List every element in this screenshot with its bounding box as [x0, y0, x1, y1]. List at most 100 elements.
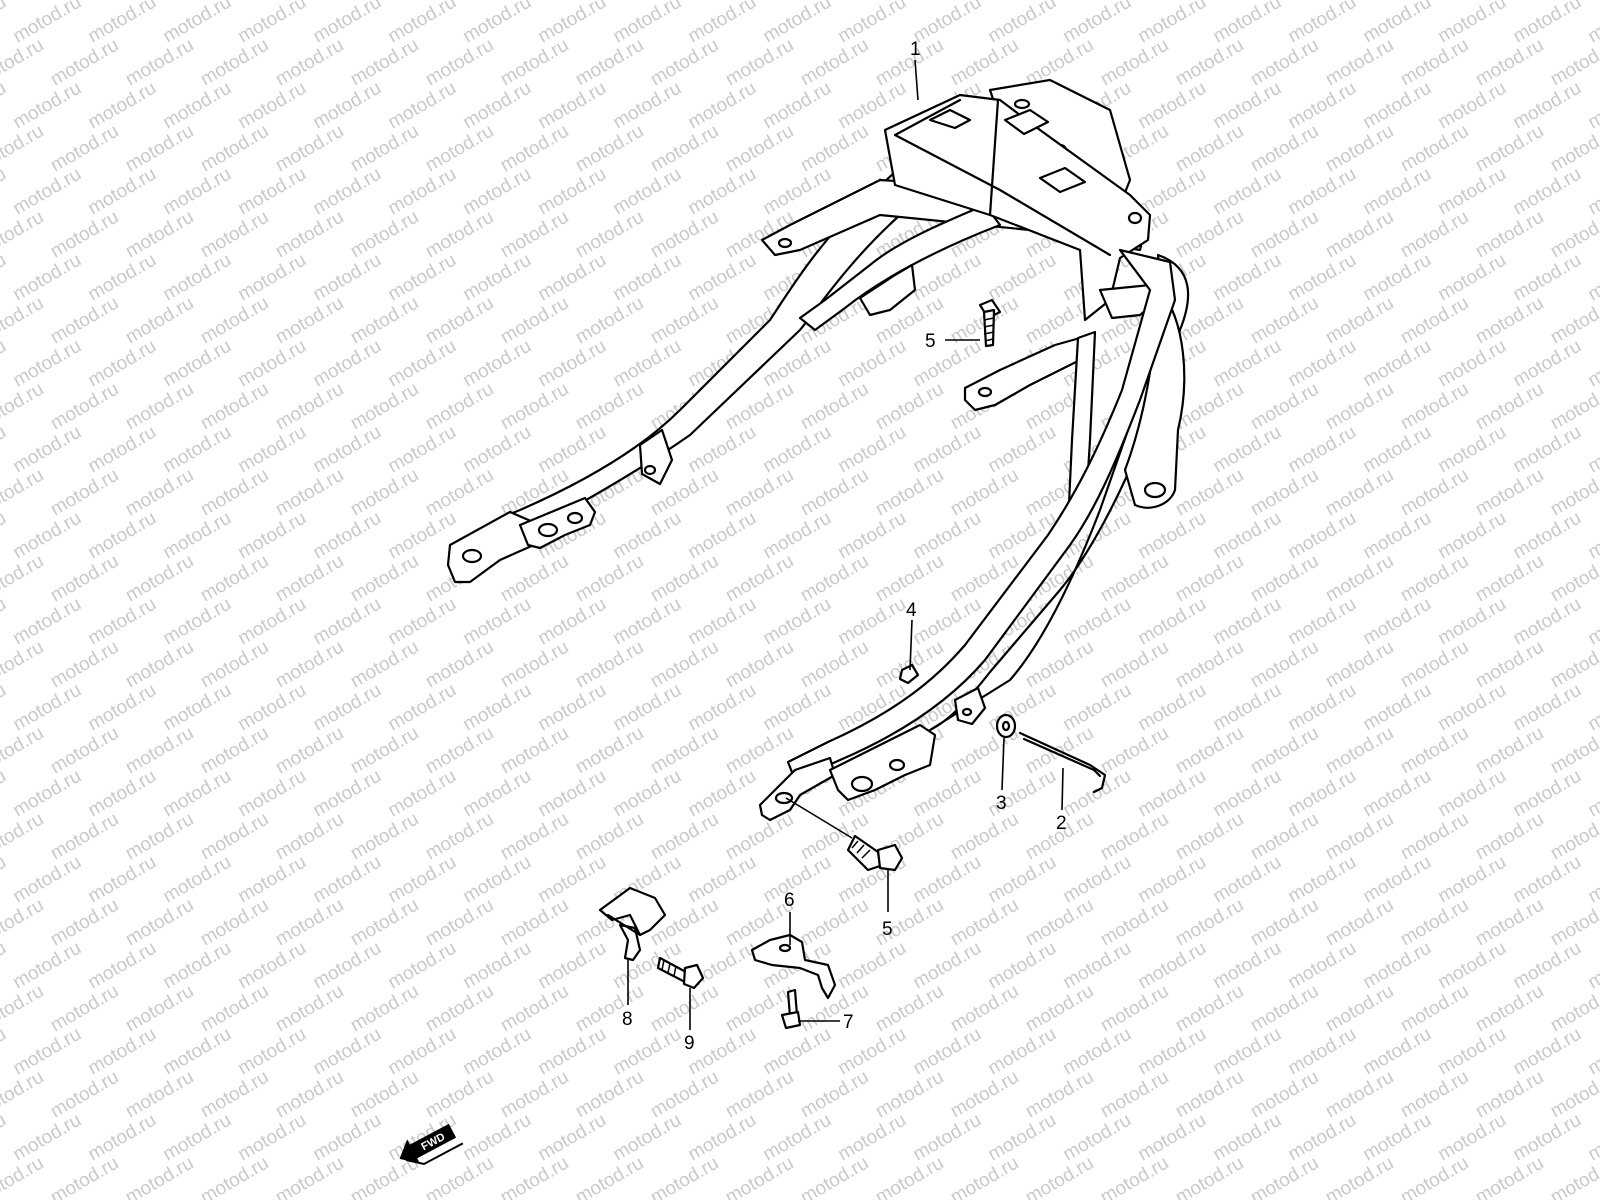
watermark-text: motod.ru [647, 35, 722, 91]
watermark-text: motod.ru [272, 895, 347, 951]
watermark-text: motod.ru [1510, 164, 1585, 220]
watermark-text: motod.ru [797, 121, 872, 177]
watermark-text: motod.ru [497, 723, 572, 779]
watermark-text: motod.ru [1585, 336, 1600, 392]
watermark-text: motod.ru [685, 0, 760, 47]
watermark-text: motod.ru [0, 551, 47, 607]
watermark-text: motod.ru [1360, 336, 1435, 392]
watermark-text: motod.ru [947, 895, 1022, 951]
watermark-text: motod.ru [1285, 938, 1360, 994]
watermark-text: motod.ru [1322, 1067, 1397, 1123]
callout-numbers: 1 5 4 3 2 5 6 7 8 9 [622, 39, 1067, 1054]
watermark-text: motod.ru [685, 766, 760, 822]
bolt-9 [656, 956, 705, 990]
watermark-text: motod.ru [1435, 1024, 1510, 1080]
watermark-text: motod.ru [0, 1110, 10, 1166]
watermark-text: motod.ru [985, 1110, 1060, 1166]
watermark-text: motod.ru [1397, 207, 1472, 263]
watermark-text: motod.ru [947, 465, 1022, 521]
watermark-text: motod.ru [572, 207, 647, 263]
watermark-text: motod.ru [910, 422, 985, 478]
watermark-text: motod.ru [460, 0, 535, 47]
watermark-text: motod.ru [1135, 78, 1210, 134]
callout-3: 3 [996, 793, 1007, 814]
watermark-text: motod.ru [385, 422, 460, 478]
watermark-text: motod.ru [985, 1024, 1060, 1080]
watermark-text: motod.ru [760, 508, 835, 564]
watermark-text: motod.ru [797, 981, 872, 1037]
watermark-text: motod.ru [235, 938, 310, 994]
watermark-text: motod.ru [310, 78, 385, 134]
watermark-text: motod.ru [0, 637, 47, 693]
watermark-text: motod.ru [197, 379, 272, 435]
watermark-text: motod.ru [47, 895, 122, 951]
watermark-text: motod.ru [610, 0, 685, 47]
watermark-text: motod.ru [1060, 1110, 1135, 1166]
watermark-text: motod.ru [47, 551, 122, 607]
screw-7 [780, 988, 802, 1030]
watermark-text: motod.ru [0, 35, 47, 91]
watermark-text: motod.ru [422, 723, 497, 779]
watermark-text: motod.ru [422, 465, 497, 521]
watermark-text: motod.ru [0, 723, 47, 779]
watermark-text: motod.ru [1285, 766, 1360, 822]
watermark-text: motod.ru [235, 78, 310, 134]
watermark-text: motod.ru [1360, 0, 1435, 47]
left-tab-hole [643, 464, 657, 476]
watermark-text: motod.ru [497, 207, 572, 263]
watermark-text: motod.ru [197, 809, 272, 865]
watermark-text: motod.ru [460, 938, 535, 994]
watermark-text: motod.ru [1097, 895, 1172, 951]
watermark-text: motod.ru [272, 551, 347, 607]
watermark-text: motod.ru [535, 164, 610, 220]
watermark-text: motod.ru [1172, 1067, 1247, 1123]
watermark-text: motod.ru [385, 594, 460, 650]
watermark-text: motod.ru [347, 895, 422, 951]
watermark-text: motod.ru [310, 1024, 385, 1080]
watermark-text: motod.ru [310, 336, 385, 392]
watermark-text: motod.ru [1285, 1110, 1360, 1166]
watermark-text: motod.ru [1397, 379, 1472, 435]
watermark-text: motod.ru [85, 250, 160, 306]
watermark-text: motod.ru [1322, 809, 1397, 865]
watermark-text: motod.ru [0, 1067, 47, 1123]
watermark-text: motod.ru [572, 121, 647, 177]
watermark-text: motod.ru [160, 1110, 235, 1166]
watermark-text: motod.ru [197, 1067, 272, 1123]
right-end-plate [758, 756, 837, 822]
watermark-text: motod.ru [1472, 35, 1547, 91]
watermark-text: motod.ru [1247, 1067, 1322, 1123]
watermark-text: motod.ru [1172, 809, 1247, 865]
watermark-text: motod.ru [1585, 78, 1600, 134]
watermark-text: motod.ru [1060, 938, 1135, 994]
left-lower-bracket [858, 263, 917, 317]
watermark-text: motod.ru [1247, 465, 1322, 521]
callout-8: 8 [622, 1009, 633, 1030]
watermark-text: motod.ru [422, 379, 497, 435]
rod-body [1018, 731, 1107, 794]
left-bracket-hole-2 [566, 511, 584, 525]
watermark-text: motod.ru [0, 293, 47, 349]
watermark-text: motod.ru [310, 594, 385, 650]
watermark-text: motod.ru [385, 680, 460, 736]
watermark-text: motod.ru [310, 164, 385, 220]
watermark-text: motod.ru [1285, 250, 1360, 306]
watermark-text: motod.ru [310, 250, 385, 306]
watermark-text: motod.ru [572, 379, 647, 435]
watermark-text: motod.ru [160, 336, 235, 392]
watermark-text: motod.ru [1397, 293, 1472, 349]
watermark-text: motod.ru [1585, 594, 1600, 650]
watermark-text: motod.ru [947, 981, 1022, 1037]
watermark-text: motod.ru [1585, 508, 1600, 564]
watermark-text: motod.ru [535, 0, 610, 47]
clamp-edge [606, 913, 642, 937]
watermark-text: motod.ru [1585, 164, 1600, 220]
watermark-text: motod.ru [1360, 250, 1435, 306]
callout-1: 1 [910, 39, 921, 60]
watermark-text: motod.ru [610, 1024, 685, 1080]
watermark-text: motod.ru [385, 852, 460, 908]
watermark-text: motod.ru [1510, 852, 1585, 908]
watermark-text: motod.ru [197, 981, 272, 1037]
watermark-text: motod.ru [1210, 766, 1285, 822]
watermark-text: motod.ru [1247, 379, 1322, 435]
